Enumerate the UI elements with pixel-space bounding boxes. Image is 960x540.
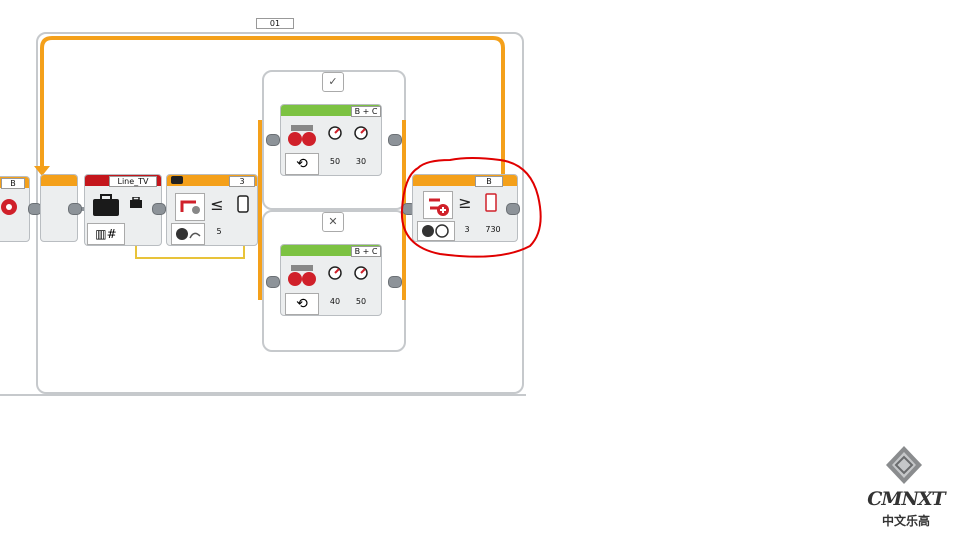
motor-port-label[interactable]: B xyxy=(475,176,503,187)
mode-selector[interactable] xyxy=(171,223,205,245)
power-left-icon xyxy=(328,266,342,280)
wait-rotation-block[interactable]: B ≥ 3 730 xyxy=(412,174,518,242)
cmnxt-logo: CMNXT 中文乐高 xyxy=(858,444,954,534)
motor-icon xyxy=(1,199,17,215)
suitcase-icon xyxy=(93,194,119,216)
false-case-tab[interactable]: ✕ xyxy=(322,212,344,232)
sequence-plug[interactable] xyxy=(68,203,82,215)
sequence-plug[interactable] xyxy=(266,276,280,288)
compare-type-value[interactable]: 3 xyxy=(464,225,470,234)
power-left-icon xyxy=(328,126,342,140)
rotation-sensor-icon xyxy=(429,198,449,216)
power-right-icon xyxy=(354,126,368,140)
mode-selector[interactable]: ⟲ xyxy=(285,153,319,175)
logo-text: CMNXT xyxy=(867,488,945,510)
block-header xyxy=(413,175,517,186)
move-tank-block-false[interactable]: B + C ⟲ 40 50 xyxy=(280,244,382,316)
degrees-value[interactable]: 730 xyxy=(485,225,501,234)
variable-name-label[interactable]: Line_TV xyxy=(109,176,157,187)
redirect-arrow-icon xyxy=(180,200,200,214)
color-sensor-icon xyxy=(176,228,201,240)
true-case-tab[interactable]: ✓ xyxy=(322,72,344,92)
motor-ports-label[interactable]: B + C xyxy=(351,106,381,117)
sequence-plug[interactable] xyxy=(388,276,402,288)
mode-selector[interactable] xyxy=(417,221,455,241)
variable-block[interactable]: Line_TV ▥# xyxy=(84,174,162,246)
diamond-logo-icon xyxy=(886,446,922,484)
switch-left-edge xyxy=(258,120,262,300)
left-power-value[interactable]: 50 xyxy=(329,157,341,166)
sequence-plug[interactable] xyxy=(152,203,166,215)
motor-block-partial[interactable]: B xyxy=(0,176,30,242)
sequence-plug[interactable] xyxy=(266,134,280,146)
left-power-value[interactable]: 40 xyxy=(329,297,341,306)
threshold-value[interactable]: 5 xyxy=(216,227,222,236)
loop-name-label[interactable]: 01 xyxy=(256,18,294,29)
logo-subtext: 中文乐高 xyxy=(881,514,930,528)
numeric-mode-selector[interactable]: ▥# xyxy=(87,223,125,245)
small-suitcase-icon xyxy=(130,197,142,208)
right-power-value[interactable]: 30 xyxy=(355,157,367,166)
color-sensor-mode-button[interactable] xyxy=(175,193,205,221)
tank-motor-icon xyxy=(288,125,316,146)
block-header xyxy=(167,175,257,186)
switch-sensor-block[interactable]: 3 ≤ 5 xyxy=(166,174,258,246)
rotation-mode-icon xyxy=(422,224,449,238)
sequence-plug[interactable] xyxy=(388,134,402,146)
tank-motor-icon xyxy=(288,265,316,286)
block-header xyxy=(281,245,381,256)
block-header xyxy=(41,175,77,186)
sensor-mini-icon xyxy=(171,176,183,184)
sensor-port-label[interactable]: 3 xyxy=(229,176,255,187)
loop-canvas-edge xyxy=(0,394,526,396)
right-power-value[interactable]: 50 xyxy=(355,297,367,306)
sequence-plug[interactable] xyxy=(506,203,520,215)
motor-ports-label[interactable]: B + C xyxy=(351,246,381,257)
compare-operator[interactable]: ≥ xyxy=(458,193,472,212)
degree-device-icon xyxy=(485,193,497,212)
rotation-sensor-mode-button[interactable] xyxy=(423,191,453,219)
mode-selector[interactable]: ⟲ xyxy=(285,293,319,315)
power-right-icon xyxy=(354,266,368,280)
sensor-device-icon xyxy=(237,195,249,213)
compare-operator[interactable]: ≤ xyxy=(210,195,224,214)
port-label: B xyxy=(1,178,25,189)
move-tank-block-true[interactable]: B + C ⟲ 50 30 xyxy=(280,104,382,176)
block-header xyxy=(281,105,381,116)
